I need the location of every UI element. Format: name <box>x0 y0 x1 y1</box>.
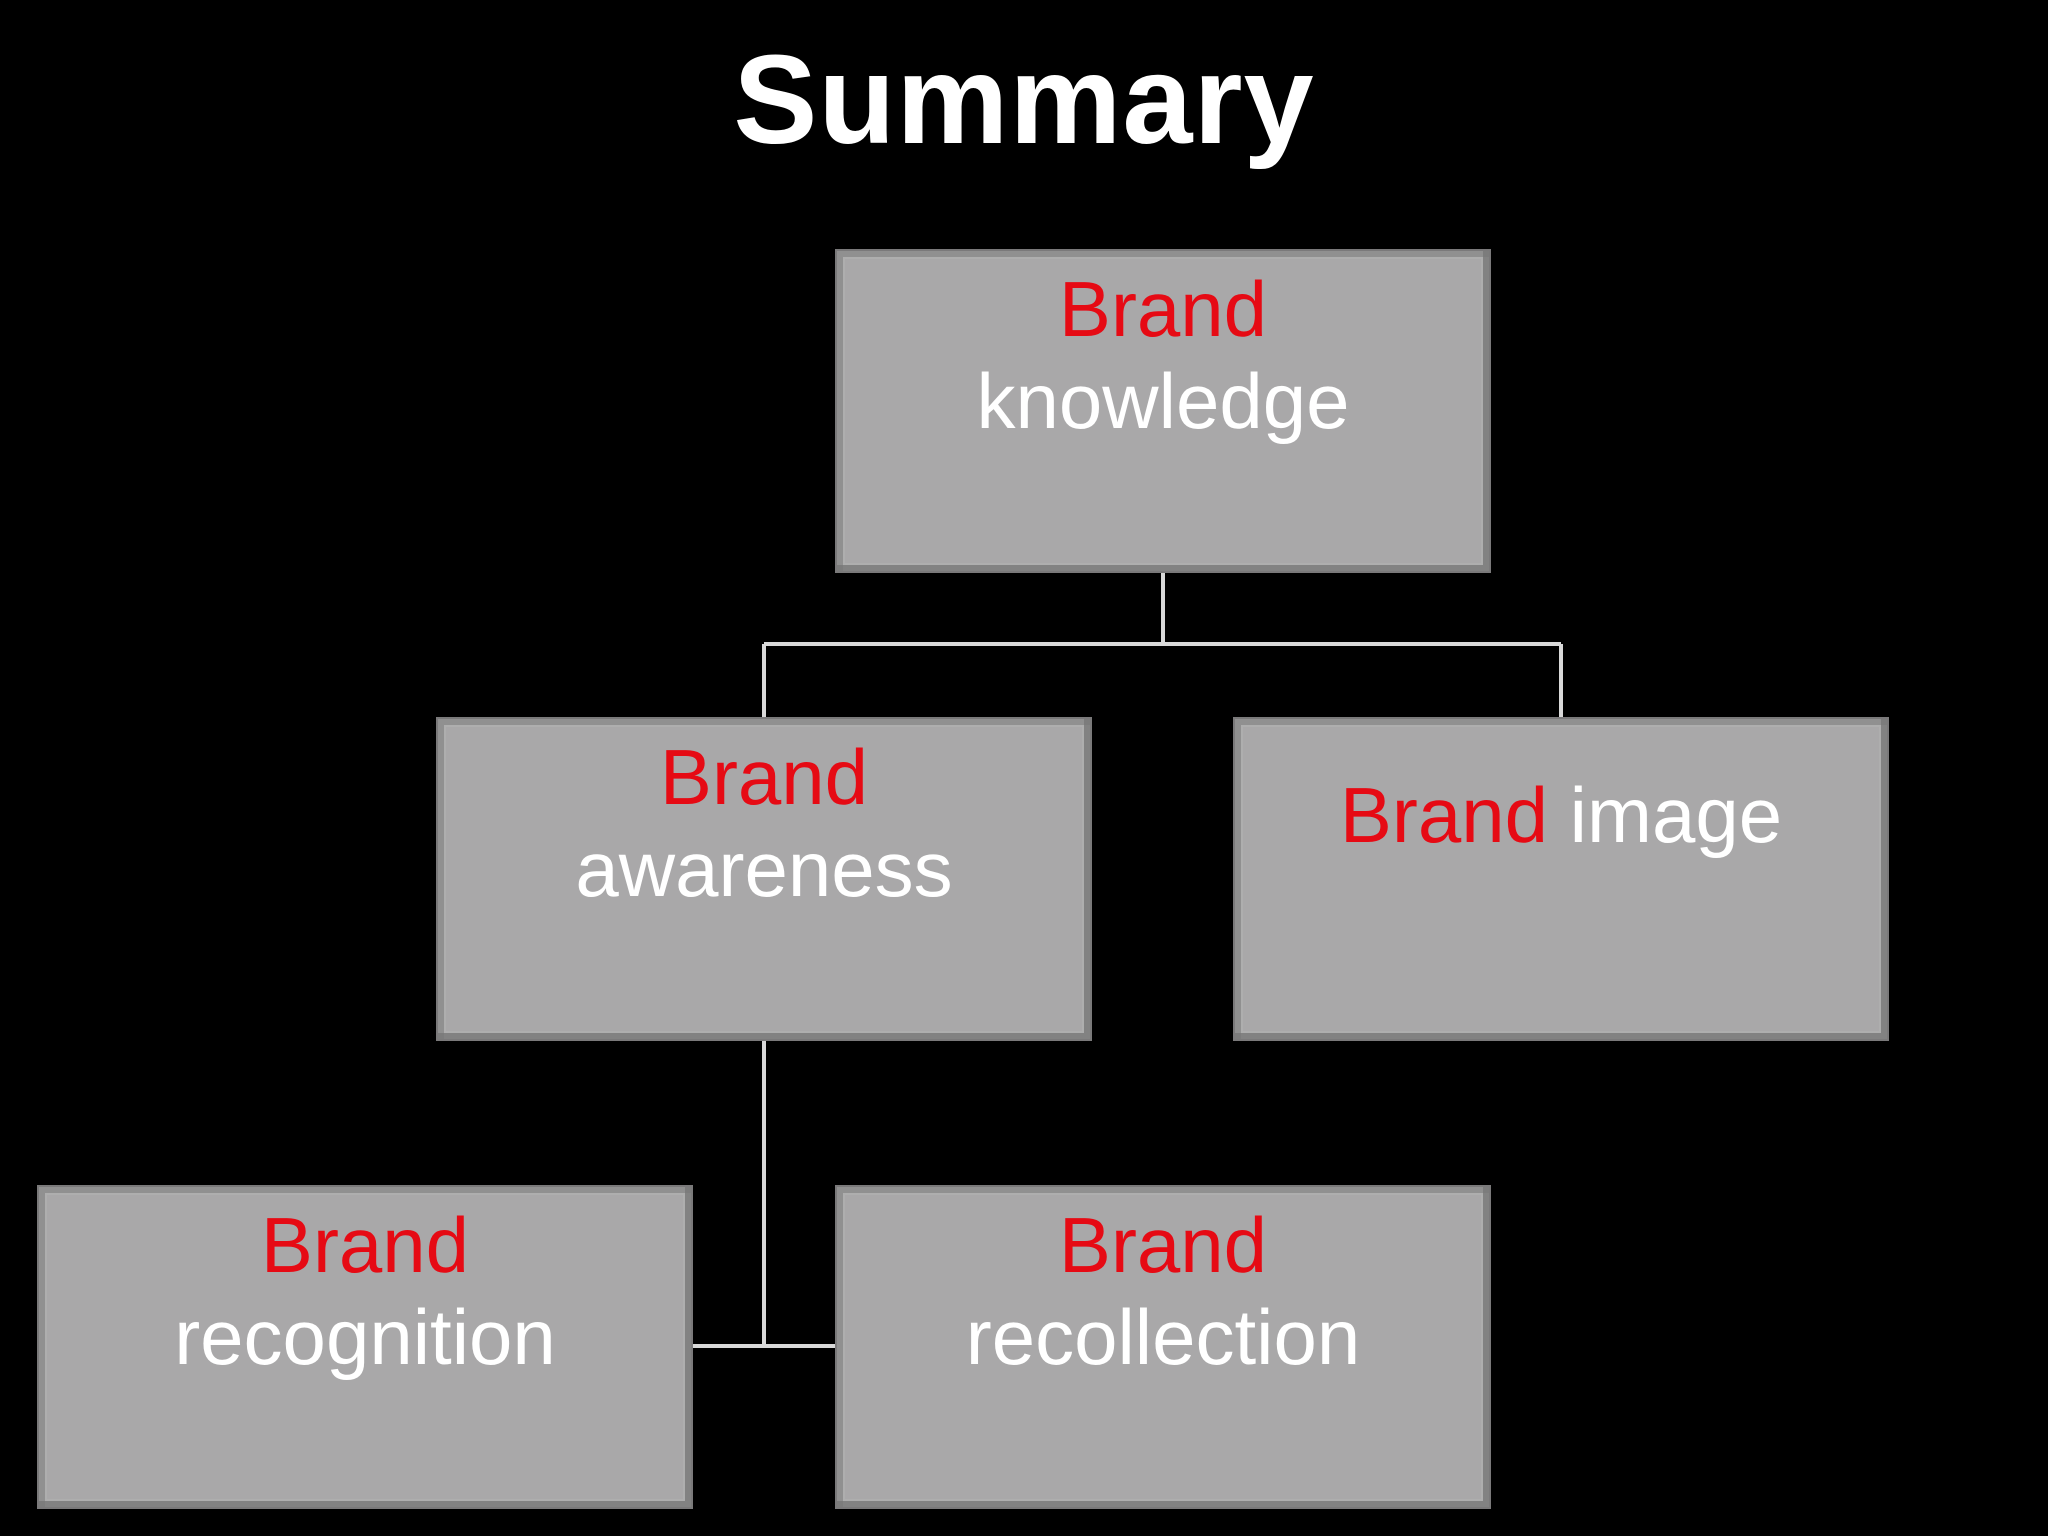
node-brand-knowledge[interactable]: Brand knowledge <box>835 249 1491 573</box>
node-label: awareness <box>575 825 953 913</box>
node-label: image <box>1569 771 1783 859</box>
node-accent-label: Brand <box>1058 1201 1268 1289</box>
node-accent-label: Brand <box>1339 771 1570 859</box>
node-accent-label: Brand <box>1058 265 1268 353</box>
node-brand-image[interactable]: Brand image <box>1233 717 1889 1041</box>
node-label: recognition <box>174 1293 556 1381</box>
node-brand-recollection[interactable]: Brand recollection <box>835 1185 1491 1509</box>
node-accent-label: Brand <box>260 1201 470 1289</box>
node-label: recollection <box>965 1293 1361 1381</box>
node-label: knowledge <box>976 357 1350 445</box>
node-accent-label: Brand <box>659 733 869 821</box>
node-brand-recognition[interactable]: Brand recognition <box>37 1185 693 1509</box>
slide-title: Summary <box>733 29 1315 170</box>
node-brand-awareness[interactable]: Brand awareness <box>436 717 1092 1041</box>
